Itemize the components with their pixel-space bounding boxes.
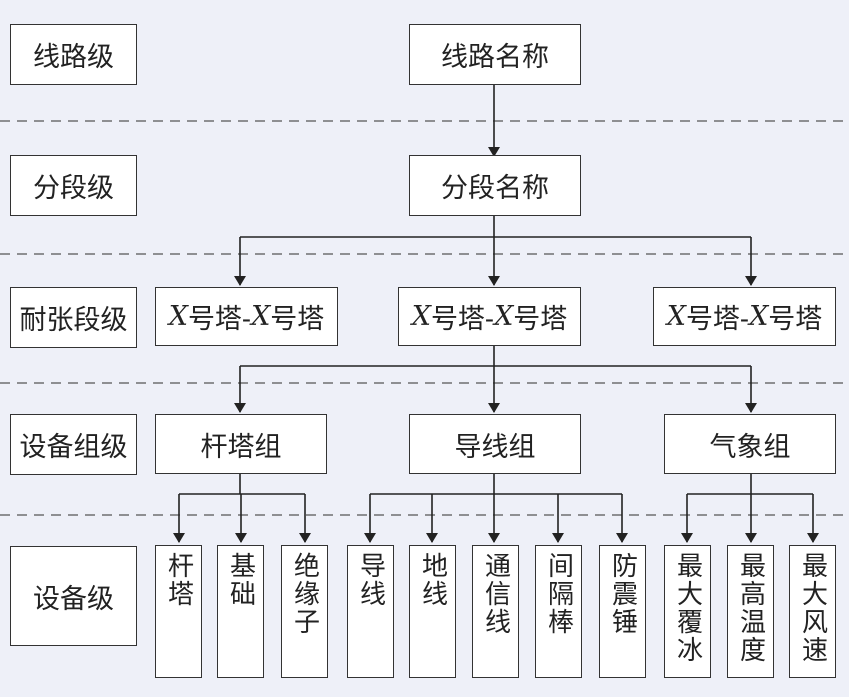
- group-box-tower: 杆塔组: [155, 414, 327, 474]
- tower-label: 号塔: [513, 304, 568, 335]
- tower-variable: X: [168, 301, 188, 332]
- level-label-line: 线路级: [10, 24, 137, 85]
- device-box: 最大风速: [789, 545, 836, 678]
- device-label: 最高温度: [735, 552, 766, 664]
- tower-variable: X: [251, 301, 271, 332]
- device-box: 防震锤: [599, 545, 646, 678]
- tower-label: 号塔-: [187, 304, 252, 335]
- device-box: 地线: [409, 545, 456, 678]
- segment-name-box: 分段名称: [409, 155, 581, 216]
- group-box-weather: 气象组: [664, 414, 836, 474]
- device-box: 通信线: [472, 545, 519, 678]
- tower-variable: X: [666, 301, 686, 332]
- device-label: 防震锤: [607, 552, 638, 636]
- connectors: [173, 84, 819, 543]
- device-box: 最高温度: [727, 545, 774, 678]
- device-box: 杆塔: [155, 545, 202, 678]
- device-box: 间隔棒: [535, 545, 582, 678]
- tower-label: 号塔: [270, 304, 325, 335]
- tower-variable: X: [411, 301, 431, 332]
- device-label: 最大风速: [797, 552, 828, 664]
- device-label: 绝缘子: [289, 552, 320, 636]
- tower-variable: X: [494, 301, 514, 332]
- device-label: 基础: [225, 552, 256, 608]
- level-label-segment: 分段级: [10, 155, 137, 216]
- device-box: 最大覆冰: [664, 545, 711, 678]
- tower-label: 号塔: [768, 304, 823, 335]
- device-box: 基础: [217, 545, 264, 678]
- device-label: 间隔棒: [543, 552, 574, 636]
- level-separators: [0, 120, 849, 516]
- level-label-group: 设备组级: [10, 414, 137, 475]
- tower-label: 号塔-: [430, 304, 495, 335]
- device-label: 杆塔: [163, 552, 194, 608]
- device-box: 绝缘子: [281, 545, 328, 678]
- tower-variable: X: [749, 301, 769, 332]
- tower-label: 号塔-: [685, 304, 750, 335]
- device-label: 最大覆冰: [672, 552, 703, 664]
- level-label-device: 设备级: [10, 546, 137, 646]
- level-label-tension: 耐张段级: [10, 287, 137, 348]
- line-name-box: 线路名称: [409, 24, 581, 85]
- device-label: 地线: [417, 552, 448, 608]
- device-label: 通信线: [480, 552, 511, 636]
- device-box: 导线: [347, 545, 394, 678]
- group-box-conductor: 导线组: [409, 414, 581, 474]
- device-label: 导线: [355, 552, 386, 608]
